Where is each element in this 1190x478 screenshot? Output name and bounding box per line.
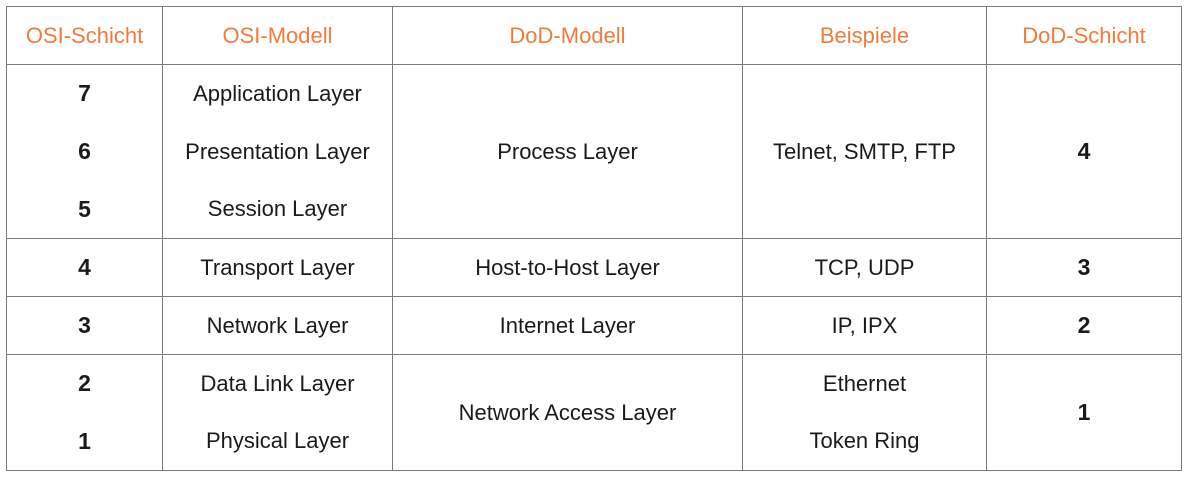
protocol-example: Token Ring: [809, 428, 920, 454]
dod-layer-number: 3: [986, 238, 1182, 297]
osi-layer-name: Data Link Layer: [162, 354, 393, 413]
header-dod-model: DoD-Modell: [392, 6, 743, 65]
osi-layer-number: 7: [6, 64, 163, 123]
osi-layer-number: 3: [6, 296, 163, 355]
dod-layer-number: 4: [986, 64, 1182, 239]
osi-layer-name: Session Layer: [162, 180, 393, 239]
protocol-examples: IP, IPX: [742, 296, 987, 355]
dod-layer-number: 2: [986, 296, 1182, 355]
osi-layer-number: 5: [6, 180, 163, 239]
osi-dod-comparison-table: OSI-Schicht OSI-Modell DoD-Modell Beispi…: [6, 6, 1182, 471]
header-examples: Beispiele: [742, 6, 987, 65]
header-osi-model: OSI-Modell: [162, 6, 393, 65]
dod-model-name: Host-to-Host Layer: [392, 238, 743, 297]
header-osi-layer: OSI-Schicht: [6, 6, 163, 65]
osi-layer-number: 1: [6, 412, 163, 471]
dod-model-name: Internet Layer: [392, 296, 743, 355]
osi-layer-name: Physical Layer: [162, 412, 393, 471]
protocol-examples: TCP, UDP: [742, 238, 987, 297]
osi-layer-number: 4: [6, 238, 163, 297]
table-row: 3 Network Layer Internet Layer IP, IPX 2: [6, 296, 1182, 355]
osi-layer-name: Transport Layer: [162, 238, 393, 297]
osi-layer-name: Application Layer: [162, 64, 393, 123]
dod-layer-number: 1: [986, 354, 1182, 471]
dod-model-name: Network Access Layer: [392, 354, 743, 471]
table-row: 7 Application Layer Process Layer Telnet…: [6, 64, 1182, 239]
table-row: 2 Data Link Layer Network Access Layer E…: [6, 354, 1182, 471]
table-row: 1 Physical Layer: [6, 412, 1182, 471]
osi-layer-name: Network Layer: [162, 296, 393, 355]
table-row: 4 Transport Layer Host-to-Host Layer TCP…: [6, 238, 1182, 297]
table-row: 6 Presentation Layer: [6, 122, 1182, 181]
protocol-example: Ethernet: [822, 370, 907, 396]
osi-layer-name: Presentation Layer: [162, 122, 393, 181]
dod-model-name: Process Layer: [392, 64, 743, 239]
protocol-examples: Telnet, SMTP, FTP: [742, 64, 987, 239]
osi-layer-number: 6: [6, 122, 163, 181]
osi-layer-number: 2: [6, 354, 163, 413]
table-header-row: OSI-Schicht OSI-Modell DoD-Modell Beispi…: [6, 6, 1182, 65]
protocol-examples: Ethernet Token Ring: [742, 354, 987, 471]
header-dod-layer: DoD-Schicht: [986, 6, 1182, 65]
